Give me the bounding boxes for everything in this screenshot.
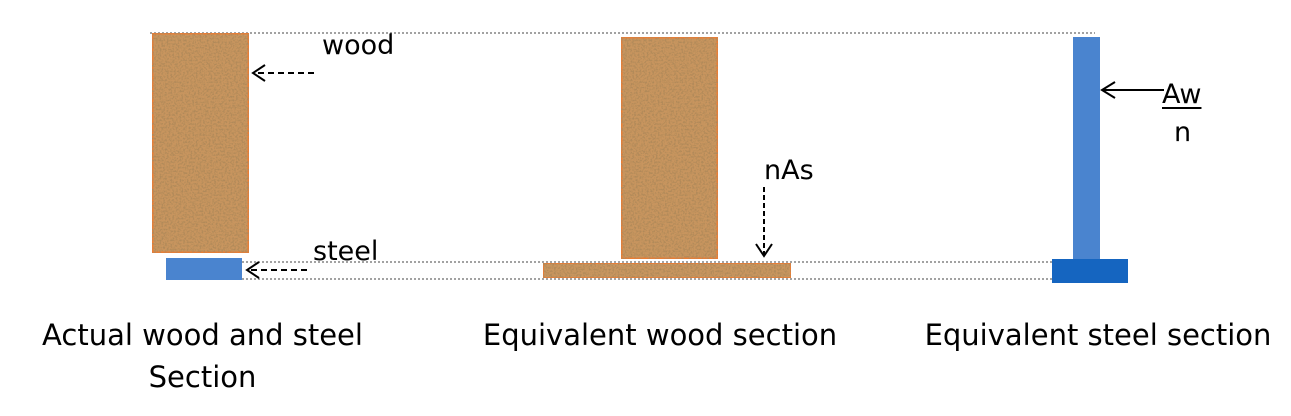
actual-caption-line2: Section [148, 360, 257, 394]
equivalent-steel-web [1073, 37, 1100, 259]
equivalent-steel-caption: Equivalent steel section [924, 318, 1272, 352]
n-label: n [1174, 117, 1192, 148]
actual-steel-plate [166, 258, 242, 280]
aw-arrow [1100, 81, 1164, 99]
wood-arrow [251, 64, 314, 82]
nas-label: nAs [764, 155, 814, 186]
steel-arrow [245, 261, 307, 279]
aw-label: Aw [1162, 79, 1202, 110]
nas-arrow [755, 187, 773, 258]
actual-section-caption: Actual wood and steel Section [30, 314, 375, 398]
actual-caption-line1: Actual wood and steel [42, 318, 363, 352]
transformed-wood-strip [542, 262, 792, 279]
equivalent-wood-block [619, 35, 720, 261]
equivalent-wood-caption: Equivalent wood section [482, 318, 838, 352]
wood-label: wood [322, 30, 395, 61]
equivalent-steel-flange [1052, 259, 1128, 283]
actual-wood-block [150, 31, 251, 255]
steel-label: steel [313, 236, 379, 267]
